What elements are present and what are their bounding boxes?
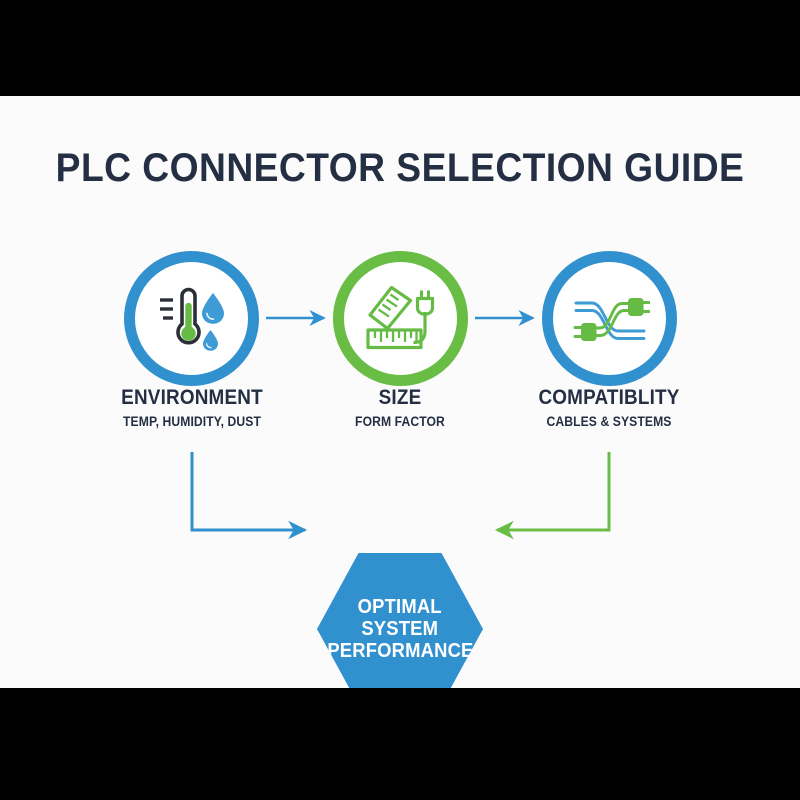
crossed-cables-plug-icon [573,297,650,341]
plug-upper-right [627,297,650,316]
step-label-sub: FORM FACTOR [355,414,445,429]
outcome-line-3: PERFORMANCE [326,640,474,662]
ruler-plug-icon [365,285,434,349]
step-label-environment: ENVIRONMENT TEMP, HUMIDITY, DUST [62,386,322,429]
step-label-sub: TEMP, HUMIDITY, DUST [123,414,261,429]
step-node-environment[interactable] [124,251,259,386]
letterbox-bar-top [0,0,800,96]
plug-lower-left [573,322,596,341]
infographic-canvas: PLC CONNECTOR SELECTION GUIDE [0,96,800,688]
step-label-title: COMPATIBLITY [538,386,680,409]
step-label-title: SIZE [378,386,422,409]
step-node-size[interactable] [333,251,468,386]
elbow-compatiblity-to-hexagon [494,452,611,540]
page-title: PLC CONNECTOR SELECTION GUIDE [55,146,745,190]
outcome-line-2: SYSTEM [361,618,439,640]
connector-layer [190,309,611,540]
step-label-title: ENVIRONMENT [121,386,263,409]
elbow-environment-to-hexagon [190,452,308,540]
step-label-compatiblity: COMPATIBLITY CABLES & SYSTEMS [479,386,739,429]
thermometer-droplet-icon [159,287,224,351]
step-label-size: SIZE FORM FACTOR [270,386,530,429]
letterbox-bar-bottom [0,688,800,800]
step-node-compatiblity[interactable] [542,251,677,386]
step-label-sub: CABLES & SYSTEMS [546,414,672,429]
outcome-line-1: OPTIMAL [357,596,443,618]
